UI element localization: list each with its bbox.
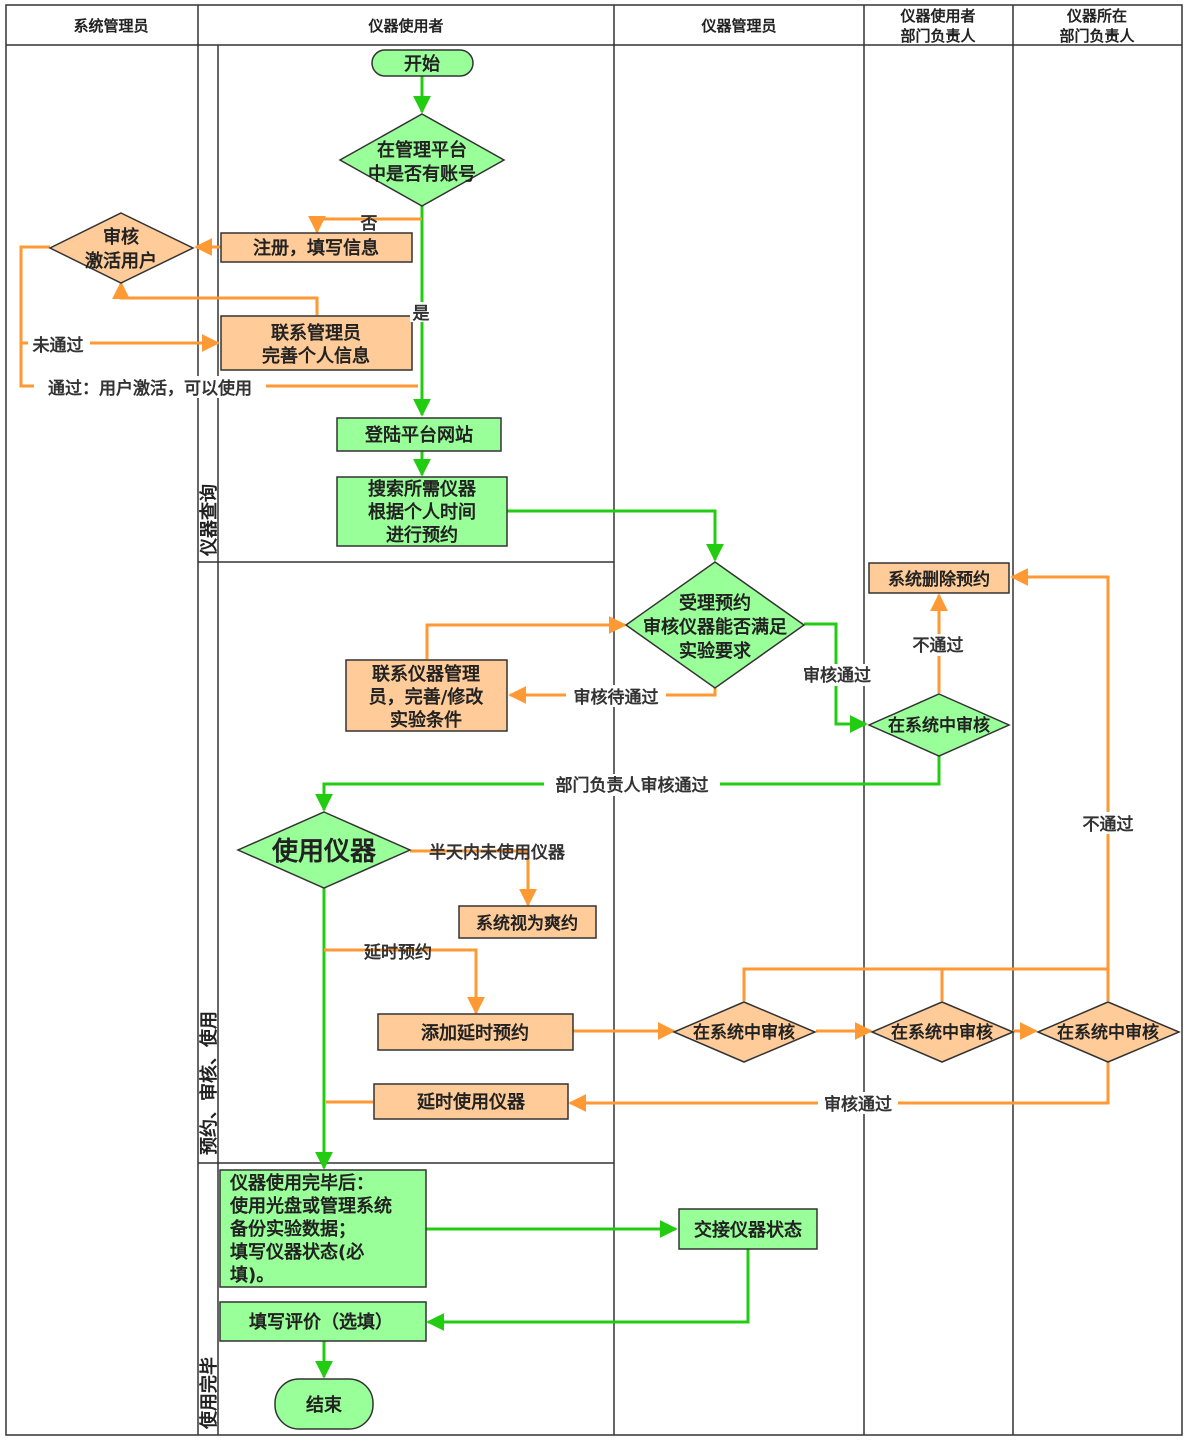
node-search-line1: 搜索所需仪器 [368,478,477,500]
lane-header-instadmin: 仪器管理员 [700,17,776,35]
lane-header-user-dept-2: 部门负责人 [900,27,976,45]
label-not-passed-3: 不通过 [1083,815,1134,835]
node-evaluate: 填写评价（选填） [219,1301,427,1342]
phase-query: 仪器查询 [198,484,220,557]
lane-header-user: 仪器使用者 [367,17,443,35]
label-not-passed: 未通过 [32,335,84,356]
node-after-use: 仪器使用完毕后： 使用光盘或管理系统 备份实验数据； 填写仪器状态(必 填)。 [219,1169,427,1288]
decision-sys-audit-user-dept: 在系统中审核 [867,693,1011,757]
node-login-label: 登陆平台网站 [364,424,473,446]
decision-delay-audit-user-dept-label: 在系统中审核 [891,1022,993,1043]
decision-has-account-line2: 中是否有账号 [368,163,476,185]
label-passed-activate: 通过：用户激活，可以使用 [48,378,252,399]
node-contact-inst-admin-line3: 实验条件 [390,709,462,731]
lane-header-inst-dept-1: 仪器所在 [1066,7,1127,25]
node-add-delay: 添加延时预约 [377,1013,574,1051]
node-register-label: 注册，填写信息 [253,237,379,259]
node-no-show: 系统视为爽约 [458,905,597,939]
decision-audit-activate: 审核 激活用户 [48,212,195,284]
node-no-show-label: 系统视为爽约 [476,913,578,934]
decision-delay-audit-inst-dept: 在系统中审核 [1036,1001,1181,1063]
decision-delay-audit-admin-label: 在系统中审核 [693,1022,795,1043]
lane-headers: 系统管理员 仪器使用者 仪器管理员 仪器使用者 部门负责人 仪器所在 部门负责人 [73,7,1135,45]
decision-has-account: 在管理平台 中是否有账号 [338,113,506,207]
node-search-line2: 根据个人时间 [368,501,476,523]
node-after-use-line3: 备份实验数据； [229,1218,356,1240]
lane-header-user-dept-1: 仪器使用者 [899,7,975,25]
node-contact-admin: 联系管理员 完善个人信息 [220,315,413,371]
node-login: 登陆平台网站 [336,417,502,452]
decision-audit-activate-line1: 审核 [103,226,139,248]
node-after-use-line1: 仪器使用完毕后： [229,1172,374,1194]
label-delay-reserve: 延时预约 [363,942,432,963]
label-dept-passed: 部门负责人审核通过 [556,775,709,796]
label-audit-passed-2: 审核通过 [824,1094,892,1115]
decision-delay-audit-admin: 在系统中审核 [672,1001,817,1063]
decision-accept: 受理预约 审核仪器能否满足 实验要求 [624,561,806,689]
orange-connectors [19,215,1110,1112]
decision-accept-line1: 受理预约 [679,592,751,614]
node-start-label: 开始 [404,53,440,75]
decision-use-inst: 使用仪器 [236,811,412,889]
node-delay-use: 延时使用仪器 [373,1083,569,1120]
node-after-use-line4: 填写仪器状态(必 [230,1241,364,1263]
lane-header-inst-dept-2: 部门负责人 [1059,27,1135,45]
decision-delay-audit-user-dept: 在系统中审核 [870,1001,1015,1063]
phase-reserve: 预约、审核、使用 [198,1011,220,1155]
node-handover-label: 交接仪器状态 [694,1219,802,1241]
node-after-use-line5: 填)。 [230,1264,274,1286]
decision-sys-audit-user-dept-label: 在系统中审核 [888,715,990,736]
decision-has-account-line1: 在管理平台 [377,139,467,161]
node-sys-delete: 系统删除预约 [868,562,1010,594]
connector-labels: 否 是 未通过 通过：用户激活，可以使用 审核待通过 审核通过 不通过 部门负责… [28,214,1140,1115]
node-after-use-line2: 使用光盘或管理系统 [229,1195,392,1217]
node-contact-inst-admin: 联系仪器管理 员，完善/修改 实验条件 [345,659,508,732]
node-search: 搜索所需仪器 根据个人时间 进行预约 [336,476,508,547]
node-start: 开始 [371,49,474,77]
node-sys-delete-label: 系统删除预约 [888,569,990,590]
phase-labels: 仪器查询 预约、审核、使用 使用完毕 [198,484,220,1430]
node-search-line3: 进行预约 [386,524,458,546]
node-contact-admin-line1: 联系管理员 [271,322,361,344]
label-audit-pending: 审核待通过 [574,687,659,708]
node-evaluate-label: 填写评价（选填） [249,1311,393,1333]
node-delay-use-label: 延时使用仪器 [416,1092,526,1113]
node-handover: 交接仪器状态 [678,1208,818,1250]
node-contact-inst-admin-line2: 员，完善/修改 [369,686,485,708]
node-end-label: 结束 [306,1394,343,1416]
node-contact-inst-admin-line1: 联系仪器管理 [372,663,480,685]
label-yes: 是 [413,304,430,324]
label-half-day-unused: 半天内未使用仪器 [429,842,566,863]
decision-delay-audit-inst-dept-label: 在系统中审核 [1057,1022,1159,1043]
label-not-passed-2: 不通过 [913,636,964,656]
node-contact-admin-line2: 完善个人信息 [262,345,370,367]
node-end: 结束 [274,1378,374,1430]
decision-accept-line3: 实验要求 [679,640,752,662]
decision-accept-line2: 审核仪器能否满足 [643,616,787,638]
decision-use-inst-label: 使用仪器 [271,837,377,867]
node-add-delay-label: 添加延时预约 [421,1022,529,1044]
phase-finish: 使用完毕 [198,1357,220,1430]
lane-header-sysadmin: 系统管理员 [73,17,148,35]
label-no: 否 [360,214,378,234]
swimlane-frame [5,4,1183,1436]
decision-audit-activate-line2: 激活用户 [85,250,157,272]
node-register: 注册，填写信息 [220,232,413,263]
label-audit-passed: 审核通过 [803,665,871,686]
